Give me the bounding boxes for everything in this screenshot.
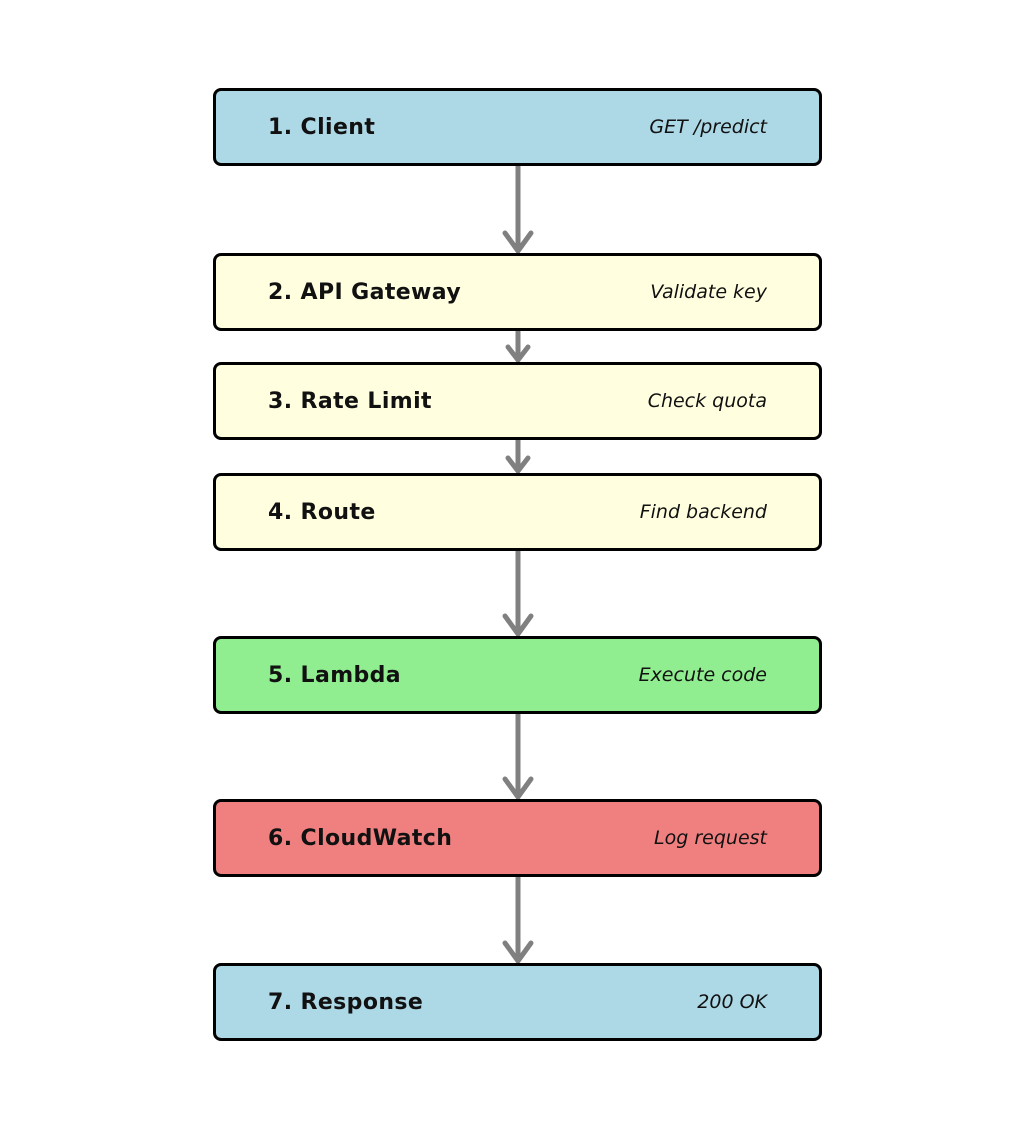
step-label: 4. Route xyxy=(268,499,376,525)
down-arrow-icon xyxy=(502,551,533,636)
step-detail: Validate key xyxy=(650,281,767,303)
step-detail: Find backend xyxy=(639,501,767,523)
step-label: 7. Response xyxy=(268,989,424,1015)
step-label: 6. CloudWatch xyxy=(268,825,453,851)
step-detail: GET /predict xyxy=(649,116,767,138)
flow-step-box-2: 2. API Gateway Validate key xyxy=(213,253,822,331)
flow-step-box-7: 7. Response 200 OK xyxy=(213,963,822,1041)
step-label: 2. API Gateway xyxy=(268,279,462,305)
step-detail: 200 OK xyxy=(697,991,767,1013)
down-arrow-icon xyxy=(505,331,530,362)
down-arrow-icon xyxy=(502,714,533,799)
flow-step-box-5: 5. Lambda Execute code xyxy=(213,636,822,714)
step-label: 1. Client xyxy=(268,114,376,140)
step-detail: Check quota xyxy=(647,390,767,412)
down-arrow-icon xyxy=(502,877,533,963)
flow-step-box-1: 1. Client GET /predict xyxy=(213,88,822,166)
step-detail: Execute code xyxy=(638,664,767,686)
flow-step-box-4: 4. Route Find backend xyxy=(213,473,822,551)
down-arrow-icon xyxy=(505,440,530,473)
flow-step-box-3: 3. Rate Limit Check quota xyxy=(213,362,822,440)
down-arrow-icon xyxy=(502,166,533,253)
step-label: 5. Lambda xyxy=(268,662,402,688)
flow-step-box-6: 6. CloudWatch Log request xyxy=(213,799,822,877)
step-detail: Log request xyxy=(654,827,767,849)
step-label: 3. Rate Limit xyxy=(268,388,432,414)
